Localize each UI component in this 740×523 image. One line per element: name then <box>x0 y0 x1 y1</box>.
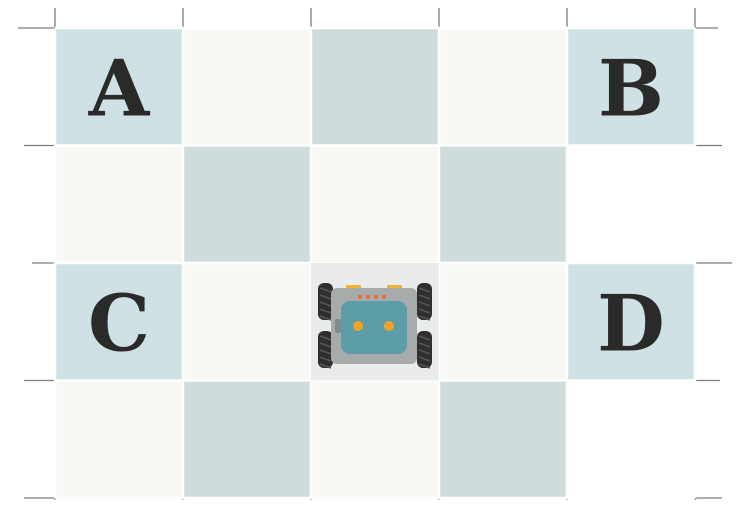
tile-r3-c3[interactable] <box>439 380 567 499</box>
tile-r3-c4[interactable] <box>567 380 695 499</box>
tile-r1-c3[interactable] <box>439 145 567 264</box>
robot-eye-right <box>384 321 394 331</box>
tile-r2-c0[interactable] <box>55 263 183 381</box>
location-label-c: C <box>88 278 150 369</box>
location-label-b: B <box>598 43 664 134</box>
tile-r2-c4[interactable] <box>567 263 695 381</box>
robot-led <box>358 295 362 299</box>
location-label-d: D <box>597 278 665 369</box>
robot-side-port <box>335 319 341 333</box>
robot-wheel <box>417 283 432 321</box>
robot[interactable] <box>311 263 439 381</box>
location-label-a: A <box>88 43 151 134</box>
robot-body <box>341 301 407 354</box>
tile-r0-c1[interactable] <box>183 28 311 146</box>
tile-r2-c3[interactable] <box>439 263 567 381</box>
robot-wheel <box>318 331 333 369</box>
tile-r2-c1[interactable] <box>183 263 311 381</box>
tile-r3-c2[interactable] <box>311 380 439 499</box>
tile-r1-c1[interactable] <box>183 145 311 264</box>
robot-wheel <box>417 331 432 369</box>
robot-led <box>382 295 386 299</box>
tile-r1-c4[interactable] <box>567 145 695 264</box>
tile-r1-c2[interactable] <box>311 145 439 264</box>
tile-r3-c1[interactable] <box>183 380 311 499</box>
location-labels: A B C D <box>88 43 665 369</box>
tile-r0-c3[interactable] <box>439 28 567 146</box>
robot-led <box>374 295 378 299</box>
robot-led <box>366 295 370 299</box>
robot-eye-left <box>353 321 363 331</box>
robot-wheel <box>318 283 333 321</box>
tile-r1-c0[interactable] <box>55 145 183 264</box>
tile-r0-c0[interactable] <box>55 28 183 146</box>
tile-r0-c4[interactable] <box>567 28 695 146</box>
tile-r0-c2[interactable] <box>311 28 439 146</box>
tile-r3-c0[interactable] <box>55 380 183 499</box>
